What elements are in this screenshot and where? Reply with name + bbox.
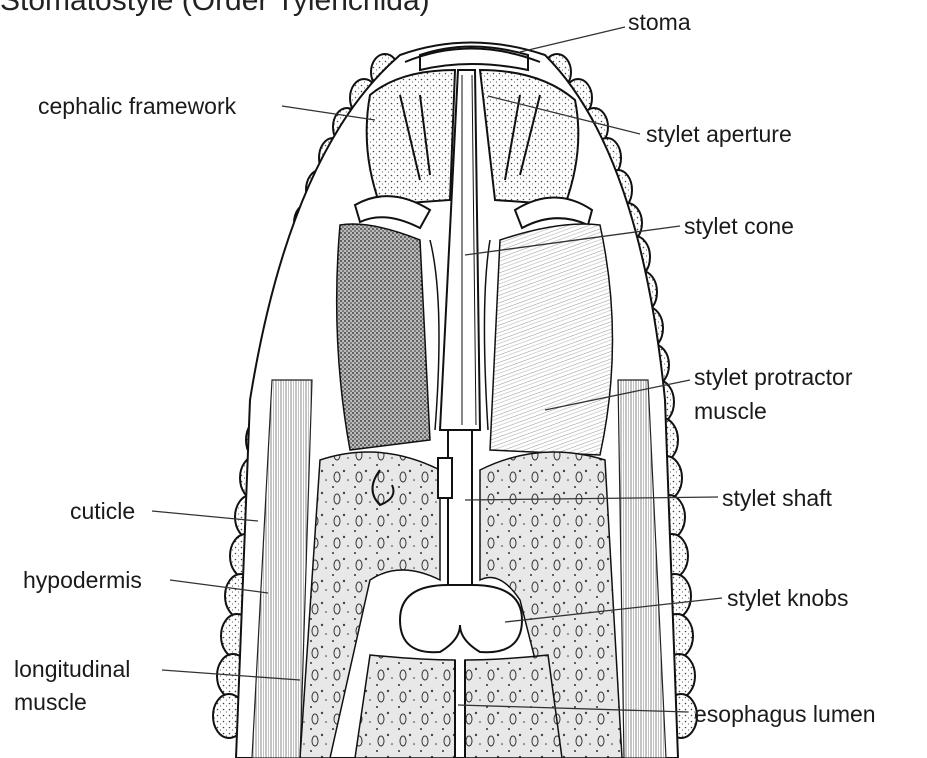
label-cuticle: cuticle [70,497,135,525]
label-cephalic-framework: cephalic framework [38,92,236,120]
label-stylet-aperture: stylet aperture [646,120,792,148]
label-longitudinal-muscle-line1: longitudinal [14,655,130,683]
leader-stoma [520,27,625,52]
label-stylet-cone: stylet cone [684,212,794,240]
label-esophagus-lumen: esophagus lumen [694,700,876,728]
label-stylet-protractor-muscle-line2: muscle [694,397,767,425]
label-stylet-shaft: stylet shaft [722,484,832,512]
label-stoma: stoma [628,8,691,36]
label-hypodermis: hypodermis [23,566,142,594]
label-stylet-protractor-muscle-line1: stylet protractor [694,363,853,391]
label-longitudinal-muscle-line2: muscle [14,688,87,716]
stylet-shaft-shape [448,430,472,590]
label-stylet-knobs: stylet knobs [727,584,848,612]
